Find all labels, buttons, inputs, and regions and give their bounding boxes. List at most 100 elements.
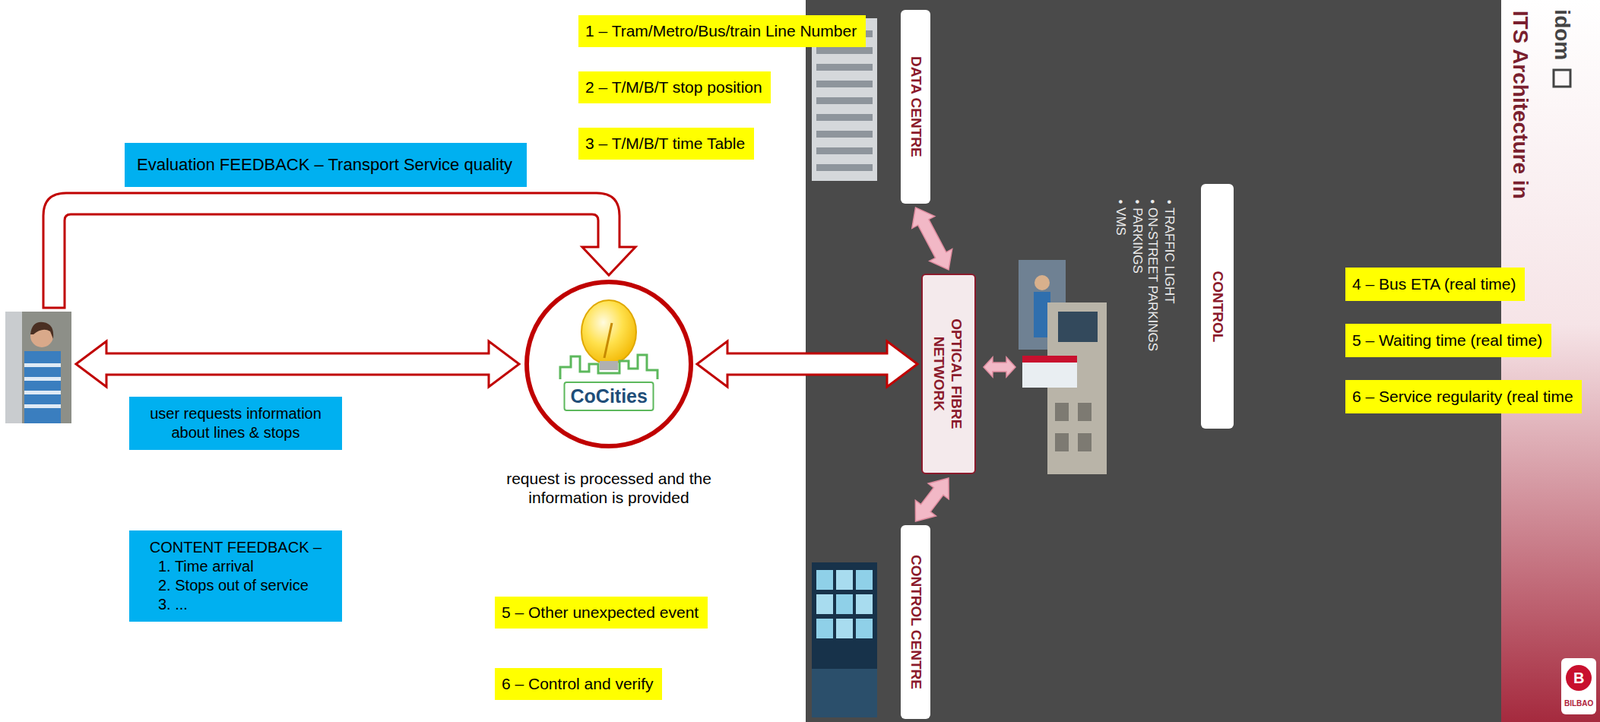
circle-outline: [526, 281, 691, 447]
slide-title: ITS Architecture in: [1507, 10, 1534, 200]
bullet-item: • ON-STREET PARKINGS: [1144, 199, 1160, 352]
screen: [816, 618, 834, 639]
rack-slot: [816, 97, 873, 105]
rack-slot: [816, 147, 873, 155]
window: [1077, 433, 1092, 452]
bullet-item: • VMS: [1112, 199, 1128, 236]
screen: [836, 570, 853, 590]
highlight-box: 4 – Bus ETA (real time): [1345, 267, 1525, 301]
logo-frame: [564, 382, 654, 411]
user-photo: [5, 311, 72, 424]
bulb-base: [599, 361, 618, 371]
photo-frame: [811, 562, 878, 718]
bulb-filament: [604, 323, 612, 359]
photo-frame: [1047, 302, 1107, 475]
control-room-photo: [811, 562, 878, 718]
sign-stripe: [1022, 355, 1078, 363]
rotated-label: CONTROL: [1208, 270, 1227, 343]
feedback-arrow: [43, 193, 636, 308]
screen: [816, 570, 834, 590]
platform-logo: CoCities: [523, 278, 694, 450]
logo-letter: B: [1573, 668, 1585, 688]
shirt-stripe: [24, 377, 61, 381]
screen: [816, 594, 834, 615]
box-text: 4 – Bus ETA (real time): [1345, 267, 1524, 301]
feedback-box: Evaluation FEEDBACK – Transport Service …: [124, 142, 527, 187]
window: [1077, 402, 1092, 422]
slide-strip: [1501, 0, 1600, 722]
screen: [855, 618, 873, 639]
highlight-box: 1 – Tram/Metro/Bus/train Line Number: [578, 15, 866, 48]
bullet-item: • TRAFFIC LIGHT: [1160, 199, 1176, 304]
control-box: CONTROL: [1200, 183, 1234, 429]
control-centre-box: CONTROL CENTRE: [900, 525, 931, 720]
shirt-stripe: [24, 390, 61, 395]
rack-slot: [816, 80, 873, 88]
rack-slot: [816, 47, 873, 54]
skyline: [560, 354, 658, 380]
list-item: 1. Time arrival: [138, 557, 333, 577]
list-item: 3. ...: [138, 595, 333, 615]
logo-text: CoCities: [570, 385, 648, 408]
box-text: 5 – Other unexpected event: [494, 596, 706, 629]
rotated-label: DATA CENTRE: [906, 56, 925, 158]
highlight-box: 6 – Control and verify: [494, 668, 663, 701]
rotated-label: OPTICAL FIBRE NETWORK: [929, 297, 965, 450]
street-photos: [1018, 259, 1107, 475]
box-text: 3 – T/M/B/T time Table: [578, 127, 752, 160]
logo-circle: [523, 278, 694, 450]
network-box: OPTICAL FIBRE NETWORK: [921, 273, 976, 475]
info-box: CONTENT FEEDBACK –1. Time arrival2. Stop…: [129, 530, 343, 622]
window: [1055, 433, 1069, 452]
sign: [1022, 355, 1078, 388]
shirt-stripe: [24, 404, 61, 409]
rack-slot: [816, 130, 873, 138]
highlight-box: 2 – T/M/B/T stop position: [578, 71, 771, 104]
screen: [855, 594, 873, 615]
box-heading: user requests information about lines & …: [138, 404, 333, 443]
data-centre-box: DATA CENTRE: [900, 9, 931, 204]
link-arrow: [983, 357, 1016, 378]
connector-arrow: [697, 341, 918, 387]
rack-slot: [816, 114, 873, 121]
box-text: 6 – Service regularity (real time: [1345, 380, 1581, 414]
highlight-box: 5 – Other unexpected event: [494, 596, 708, 629]
highlight-box: 5 – Waiting time (real time): [1345, 323, 1552, 358]
photo-frame: [5, 311, 72, 424]
rotated-label: CONTROL CENTRE: [906, 554, 925, 690]
shirt-stripe: [24, 363, 61, 368]
window: [1055, 402, 1069, 422]
box-text: 1 – Tram/Metro/Bus/train Line Number: [578, 15, 864, 48]
hollow-arrow: [697, 341, 918, 387]
person-body: [24, 351, 61, 424]
company-logo: idom: [1549, 9, 1575, 61]
screen: [836, 618, 853, 639]
caption: request is processed and the information…: [472, 468, 746, 507]
box-text: Evaluation FEEDBACK – Transport Service …: [124, 142, 525, 187]
logo-icon: [1553, 69, 1571, 87]
request-arrow: [76, 341, 520, 387]
ticket-machine: [5, 311, 23, 424]
box-text: 2 – T/M/B/T stop position: [578, 71, 770, 104]
list-item: 2. Stops out of service: [138, 576, 333, 596]
rack-slot: [816, 63, 873, 71]
screen: [836, 594, 853, 615]
desk: [811, 668, 878, 718]
info-box: user requests information about lines & …: [129, 396, 343, 450]
rack-slot: [816, 164, 873, 172]
connector-arrow: [912, 207, 953, 270]
city-logo: [1565, 665, 1592, 691]
box-heading: CONTENT FEEDBACK –: [138, 538, 333, 558]
bulb-glass: [581, 300, 637, 365]
person-hair: [30, 322, 54, 340]
bullet-item: • PARKINGS: [1128, 199, 1144, 273]
display-panel: [1058, 311, 1098, 343]
box-text: 5 – Waiting time (real time): [1345, 323, 1550, 358]
highlight-box: 6 – Service regularity (real time: [1345, 380, 1582, 414]
highlight-box: 3 – T/M/B/T time Table: [578, 127, 755, 160]
pink-arrow: [912, 207, 953, 270]
screen: [855, 570, 873, 590]
box-text: 6 – Control and verify: [494, 668, 661, 701]
city-name: BILBAO: [1564, 699, 1594, 709]
